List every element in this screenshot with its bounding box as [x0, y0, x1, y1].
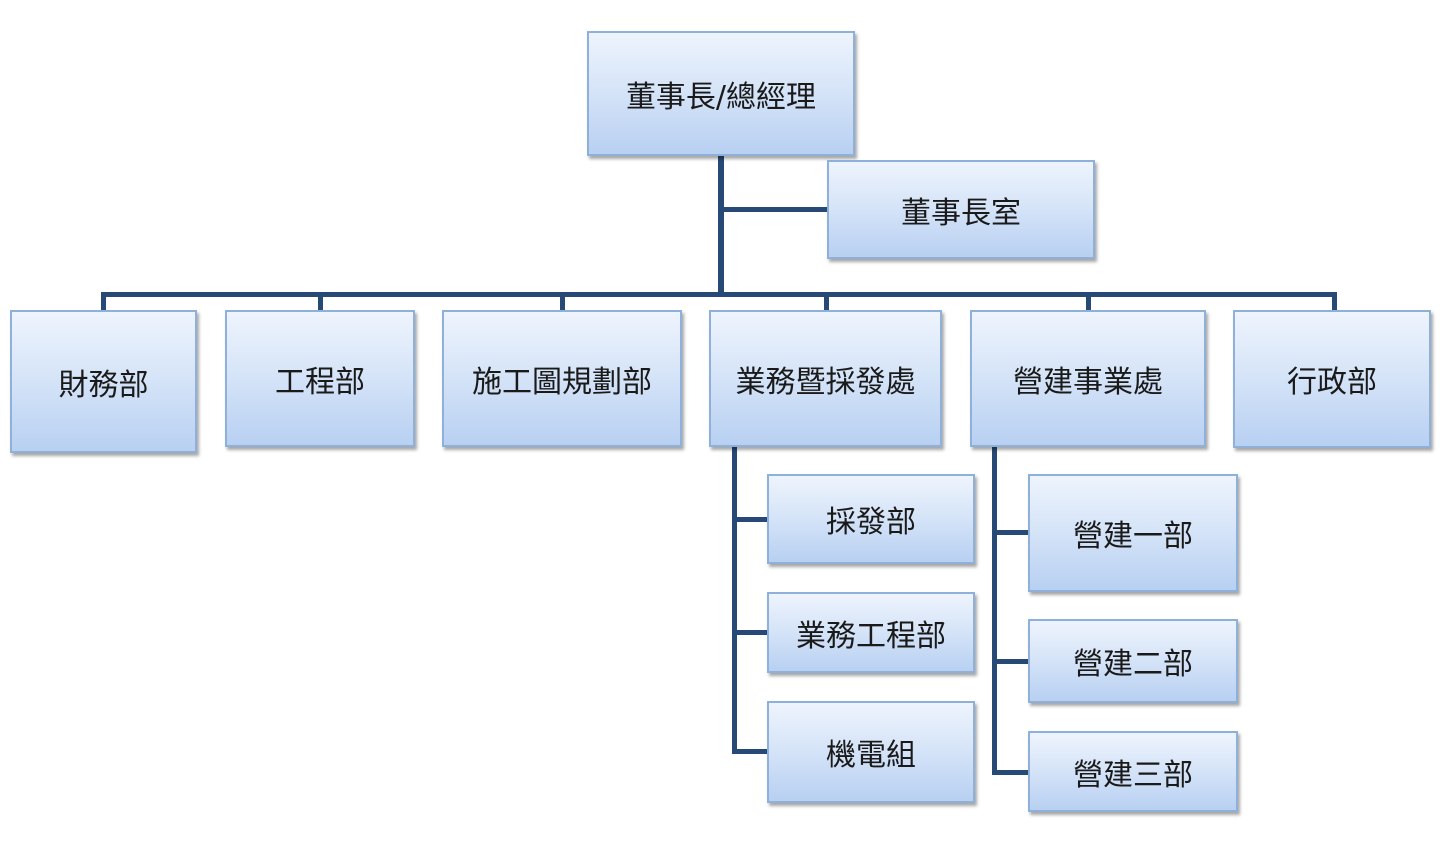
node-sub-department: 採發部 — [767, 474, 975, 564]
node-department: 財務部 — [10, 310, 197, 453]
connector-build-child-1 — [992, 530, 1030, 535]
connector-dept-drop-5 — [1086, 292, 1091, 312]
connector-dept-drop-4 — [824, 292, 829, 312]
connector-build-vertical — [992, 445, 997, 775]
connector-biz-vertical — [732, 445, 737, 754]
connector-biz-child-1 — [732, 517, 769, 522]
connector-dept-drop-1 — [101, 292, 106, 312]
node-department: 施工圖規劃部 — [442, 310, 682, 447]
node-department: 工程部 — [225, 310, 415, 447]
connector-build-child-3 — [992, 770, 1030, 775]
connector-dept-drop-2 — [318, 292, 323, 312]
connector-department-bus — [101, 292, 1337, 297]
node-sub-department: 營建一部 — [1028, 474, 1238, 592]
node-sub-department: 營建二部 — [1028, 619, 1238, 703]
node-department: 行政部 — [1233, 310, 1431, 448]
node-sub-department: 營建三部 — [1028, 731, 1238, 812]
node-sub-department: 機電組 — [767, 701, 975, 803]
connector-root-vertical — [718, 155, 724, 297]
node-sub-department: 業務工程部 — [767, 592, 975, 673]
connector-biz-child-3 — [732, 749, 769, 754]
connector-dept-drop-6 — [1332, 292, 1337, 312]
connector-assistant — [721, 207, 828, 212]
node-assistant-office: 董事長室 — [827, 160, 1095, 259]
node-department: 業務暨採發處 — [709, 310, 942, 447]
node-department: 營建事業處 — [970, 310, 1206, 447]
connector-dept-drop-3 — [560, 292, 565, 312]
connector-biz-child-2 — [732, 630, 769, 635]
node-root: 董事長/總經理 — [587, 31, 855, 156]
connector-build-child-2 — [992, 659, 1030, 664]
